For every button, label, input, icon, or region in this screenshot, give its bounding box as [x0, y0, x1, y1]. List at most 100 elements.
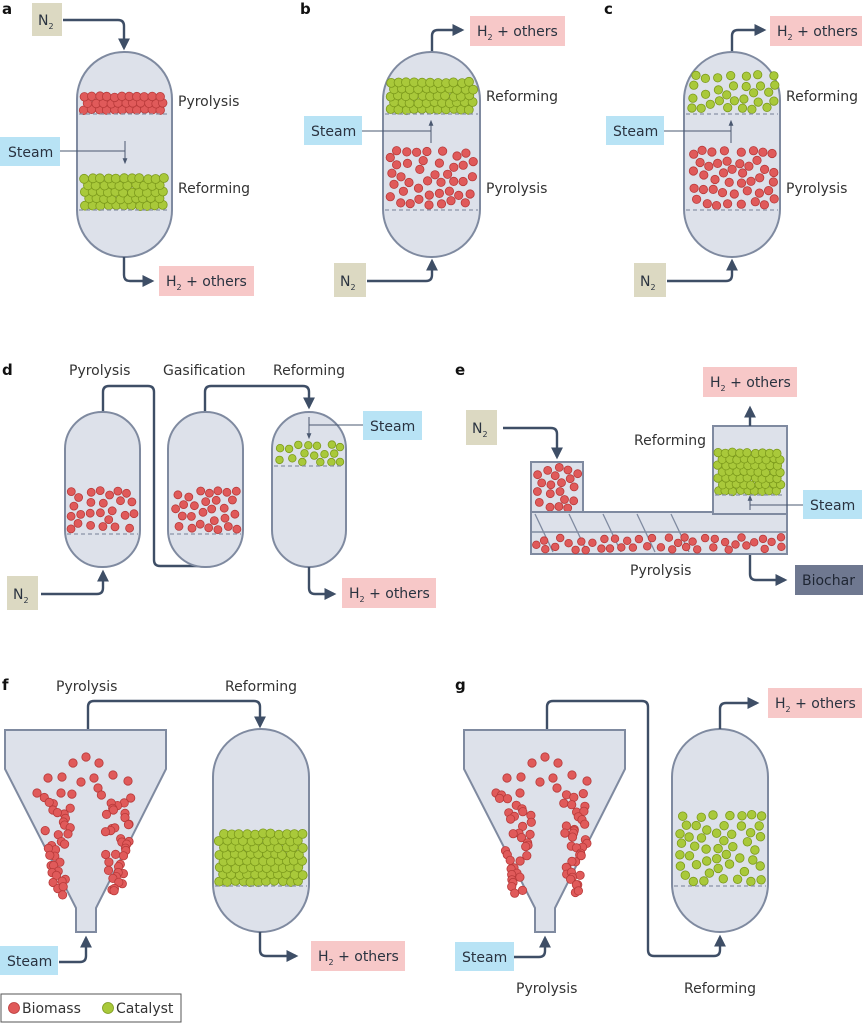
- biomass-bed: [385, 146, 478, 210]
- catalyst-particle: [678, 811, 688, 821]
- catalyst-particle: [729, 96, 740, 106]
- catalyst-bed: [675, 810, 767, 887]
- n2-input-box: N2: [7, 576, 38, 610]
- biomass-particle: [98, 522, 108, 531]
- biomass-particle: [605, 544, 615, 553]
- biomass-particle: [522, 851, 532, 861]
- biomass-particle: [57, 890, 68, 900]
- biomass-particle: [516, 772, 526, 782]
- biomass-particle: [86, 487, 96, 497]
- biomass-particle: [709, 543, 718, 552]
- biomass-particle: [461, 148, 471, 158]
- biomass-fluidized: [491, 752, 592, 898]
- biomass-particle: [719, 146, 730, 156]
- biomass-particle: [533, 470, 542, 480]
- biomass-particle: [125, 523, 135, 533]
- biomass-bed: [688, 145, 779, 211]
- biomass-particle: [147, 91, 157, 102]
- biomass-particle: [204, 523, 214, 533]
- catalyst-particle: [675, 850, 685, 860]
- biomass-particle: [45, 850, 55, 860]
- svg-text:N2: N2: [640, 274, 656, 292]
- svg-text:H2 + others: H2 + others: [349, 586, 430, 604]
- catalyst-particle: [687, 103, 697, 113]
- biomass-particle: [68, 758, 78, 768]
- catalyst-particle: [158, 173, 169, 183]
- catalyst-particle: [741, 81, 751, 92]
- biomass-particle: [458, 160, 468, 170]
- catalyst-particle: [468, 84, 479, 95]
- svg-text:N2: N2: [13, 587, 29, 605]
- biomass-particle: [689, 149, 699, 159]
- biomass-particle: [100, 827, 111, 837]
- biomass-particle: [767, 148, 777, 159]
- stage-label-pyrolysis: Pyrolysis: [178, 94, 239, 110]
- biomass-particle: [385, 152, 395, 163]
- biomass-bed: [66, 486, 139, 534]
- biomass-particle: [565, 874, 576, 884]
- product-outlet-pipe: [730, 24, 767, 52]
- biomass-particle: [174, 522, 184, 531]
- biomass-particle: [581, 545, 590, 555]
- biomass-particle: [554, 502, 564, 511]
- biomass-particle: [597, 544, 606, 553]
- biomass-particle: [108, 770, 118, 780]
- biomass-particle: [742, 541, 751, 550]
- biomass-particle: [505, 855, 515, 865]
- biomass-particle: [422, 176, 433, 186]
- biomass-particle: [220, 513, 230, 523]
- stage-label-reforming: Reforming: [225, 679, 297, 695]
- catalyst-particle: [713, 73, 723, 83]
- catalyst-particle: [722, 90, 732, 100]
- catalyst-particle: [297, 829, 308, 839]
- biomass-particle: [755, 173, 765, 183]
- biomass-particle: [517, 885, 528, 896]
- biomass-particle: [385, 192, 395, 202]
- catalyst-particle: [742, 448, 752, 458]
- catalyst-particle: [772, 448, 782, 458]
- stage-label-pyrolysis: Pyrolysis: [69, 363, 130, 379]
- biomass-particle: [424, 200, 434, 210]
- svg-text:Biochar: Biochar: [802, 573, 855, 589]
- biomass-particle: [580, 819, 590, 829]
- catalyst-particle: [265, 828, 276, 839]
- biomass-particle: [171, 504, 181, 514]
- panel-f: f Pyrolysis Reforming Steam H2 + others: [0, 676, 405, 975]
- biomass-particle: [727, 164, 737, 174]
- catalyst-particle: [714, 96, 725, 106]
- biomass-particle: [539, 536, 549, 545]
- biomass-particle: [737, 168, 748, 178]
- biomass-particle: [73, 519, 83, 528]
- biomass-particle: [527, 758, 537, 768]
- biomass-particle: [556, 533, 565, 543]
- biomass-particle: [458, 176, 468, 187]
- biomass-particle: [742, 186, 752, 196]
- biomass-particle: [415, 164, 425, 174]
- pyrolysis-to-reforming-pipe: [545, 699, 726, 958]
- biomass-particle: [759, 200, 770, 210]
- biomass-particle: [391, 146, 402, 156]
- catalyst-particle: [736, 821, 747, 831]
- catalyst-particle: [718, 874, 729, 884]
- biomass-particle: [707, 147, 717, 157]
- catalyst-particle: [728, 81, 739, 91]
- catalyst-particle: [300, 449, 309, 458]
- svg-text:H2 + others: H2 + others: [710, 375, 791, 393]
- biomass-particle: [554, 462, 564, 472]
- biomass-particle: [565, 474, 575, 484]
- svg-text:Steam: Steam: [370, 419, 415, 435]
- biomass-particle: [442, 169, 453, 179]
- catalyst-particle: [735, 853, 745, 863]
- biomass-particle: [494, 793, 505, 804]
- biomass-particle: [724, 177, 734, 187]
- catalyst-particle: [310, 451, 319, 460]
- biomass-particle: [582, 776, 592, 786]
- biochar-output-box: Biochar: [795, 565, 863, 595]
- biomass-particle: [710, 534, 719, 544]
- biomass-particle: [769, 194, 779, 204]
- catalyst-bed: [385, 76, 479, 116]
- stage-label-pyrolysis: Pyrolysis: [630, 563, 691, 579]
- catalyst-particle: [680, 870, 691, 880]
- biomass-particle: [758, 147, 768, 157]
- catalyst-particle: [696, 833, 707, 843]
